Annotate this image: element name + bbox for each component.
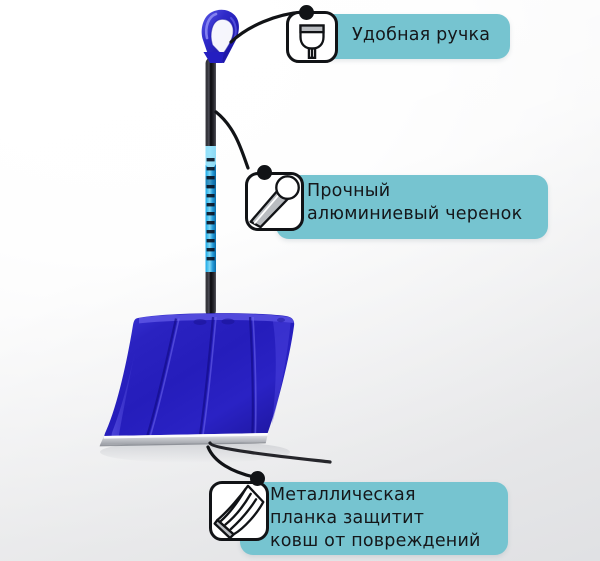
- callout-icon-box-shaft: [245, 172, 304, 231]
- d-grip-handle-icon: [299, 24, 325, 59]
- shovel-blade: [99, 313, 332, 464]
- shovel-handle-grip: [201, 9, 239, 63]
- shaft-brand-label: [205, 146, 216, 272]
- metal-strip-blade-icon: [213, 484, 265, 538]
- callout-banner-shaft: [276, 175, 548, 239]
- leader-dot-shaft: [257, 165, 272, 180]
- leader-line-blade: [206, 445, 256, 479]
- callout-text-shaft: Прочный алюминиевый черенок: [307, 181, 523, 224]
- shovel-shaft: [205, 58, 216, 316]
- metal-edge-strip: [99, 433, 268, 447]
- blade-shadow: [100, 441, 290, 463]
- callout-icon-box-blade: [209, 481, 269, 541]
- callout-icon-box-handle: [286, 11, 338, 63]
- leader-dot-handle: [299, 5, 314, 20]
- callout-text-handle: Удобная ручка: [352, 25, 491, 45]
- aluminium-shaft-icon: [249, 175, 300, 228]
- callout-banner-blade: [240, 482, 508, 555]
- leader-line-shaft: [214, 110, 250, 170]
- leader-dot-blade: [250, 471, 265, 486]
- callout-text-blade: Металлическая планка защитит ковш от пов…: [270, 485, 481, 551]
- callout-banner-handle: [318, 14, 510, 59]
